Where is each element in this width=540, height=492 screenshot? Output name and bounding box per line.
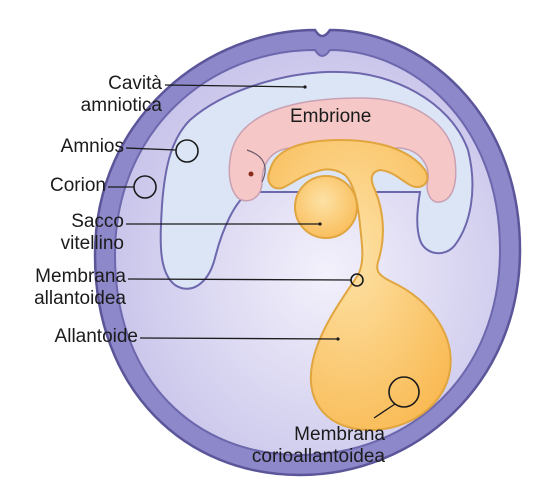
leader-amnios [125, 147, 177, 151]
label-embrione: Embrione [290, 106, 372, 127]
embryo-eye [248, 171, 254, 177]
leader-dots [303, 85, 340, 341]
label-cavita-amniotica: Cavità amniotica [80, 73, 162, 116]
label-membrana-allantoidea: Membrana allantoidea [34, 266, 126, 309]
leader-cavita [164, 84, 306, 88]
label-allantoide: Allantoide [54, 326, 138, 347]
amnios-marker [175, 139, 199, 163]
label-membrana-corioallantoidea: Membrana corioallantoidea [251, 424, 385, 467]
membrana-corioallantoidea-marker [388, 376, 420, 408]
label-sacco-vitellino: Sacco vitellino [60, 211, 124, 254]
leader-allantoide [139, 337, 339, 340]
embryo-fold-line [246, 149, 266, 183]
label-amnios: Amnios [60, 136, 124, 157]
label-corion: Corion [50, 175, 106, 196]
leader-membrana-allantoidea [127, 278, 352, 281]
embryo [228, 97, 457, 203]
leader-lines [108, 84, 396, 419]
leader-corioallantoidea [373, 403, 396, 419]
yolk-sac [294, 175, 358, 239]
